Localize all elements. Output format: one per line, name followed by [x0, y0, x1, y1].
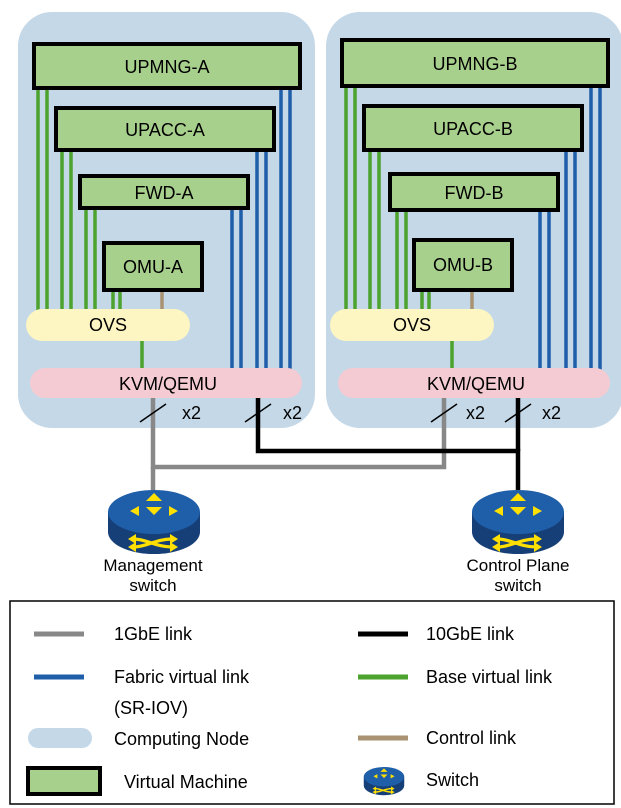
legend-vm-swatch	[26, 766, 102, 796]
ovs-b	[330, 309, 494, 341]
vm-fwd-a	[78, 174, 250, 210]
vm-upmng-a-label: UPMNG-A	[125, 57, 210, 77]
legend-fabric-label: Fabric virtual link	[114, 667, 250, 687]
node-a-mgmt-multiplier: x2	[182, 403, 201, 423]
legend-10gbe-label: 10GbE link	[426, 624, 515, 644]
kvm-b-label: KVM/QEMU	[427, 374, 525, 394]
kvm-a-label: KVM/QEMU	[119, 374, 217, 394]
node-b-base-links	[344, 86, 454, 370]
node-b-fabric-links	[538, 86, 602, 370]
vm-upmng-b	[340, 38, 610, 88]
vm-upacc-b-label: UPACC-B	[433, 119, 513, 139]
vm-fwd-b	[388, 172, 560, 212]
control-10gbe-link	[255, 398, 521, 490]
vm-fwd-b-label: FWD-B	[445, 183, 504, 203]
vm-omu-b	[412, 238, 514, 292]
management-1gbe-link	[150, 398, 447, 470]
node-b-mgmt-multiplier: x2	[466, 403, 485, 423]
legend-1gbe-label: 1GbE link	[114, 624, 193, 644]
legend-box	[9, 600, 615, 805]
management-switch-label-line2: switch	[129, 576, 176, 595]
vm-upacc-a	[54, 106, 276, 152]
vm-omu-b-label: OMU-B	[433, 255, 493, 275]
legend-control-label: Control link	[426, 728, 517, 748]
node-a-ctrl-multiplier: x2	[283, 403, 302, 423]
legend-computing-node-label: Computing Node	[114, 729, 249, 749]
vm-upacc-b	[362, 104, 584, 152]
vm-fwd-a-label: FWD-A	[135, 183, 194, 203]
legend-switch-label: Switch	[426, 770, 479, 790]
legend-base-label: Base virtual link	[426, 667, 553, 687]
legend-computing-node-swatch	[28, 728, 92, 748]
control-switch-label-line1: Control Plane	[466, 556, 569, 575]
node-a-base-links	[36, 88, 144, 370]
management-switch-icon	[106, 488, 202, 556]
vm-omu-a-label: OMU-A	[123, 257, 183, 277]
kvm-a	[30, 368, 302, 398]
legend-fabric-label-2: (SR-IOV)	[114, 698, 188, 718]
management-switch-label-line1: Management	[103, 556, 203, 575]
vm-upmng-a	[32, 42, 302, 90]
ovs-a-label: OVS	[89, 315, 127, 335]
legend-switch-icon	[363, 766, 405, 796]
ovs-a	[26, 309, 190, 341]
node-b-ctrl-multiplier: x2	[542, 403, 561, 423]
vm-upacc-a-label: UPACC-A	[125, 120, 205, 140]
multiplicity-ticks	[139, 403, 532, 423]
kvm-b	[338, 368, 610, 398]
control-switch-icon	[470, 488, 566, 556]
vm-omu-a	[102, 241, 204, 292]
ovs-b-label: OVS	[393, 315, 431, 335]
legend-vm-label: Virtual Machine	[124, 772, 248, 792]
vm-upmng-b-label: UPMNG-B	[433, 54, 518, 74]
node-a-fabric-links	[230, 88, 292, 370]
control-switch-label-line2: switch	[494, 576, 541, 595]
